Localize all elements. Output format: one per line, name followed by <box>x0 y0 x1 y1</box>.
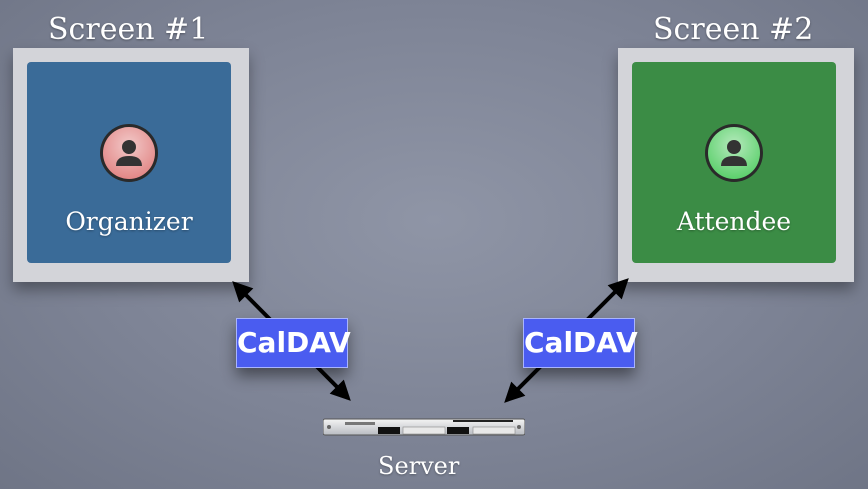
attendee-panel: Attendee <box>632 62 836 263</box>
screen-1-title: Screen #1 <box>48 12 209 47</box>
screen-2-frame: Attendee <box>618 48 854 282</box>
screen-1-frame: Organizer <box>13 48 249 282</box>
server-label: Server <box>378 452 460 480</box>
caldav-badge-right: CalDAV <box>523 318 638 368</box>
server-icon <box>323 418 525 436</box>
organizer-person-icon <box>100 124 158 182</box>
attendee-label: Attendee <box>676 207 792 236</box>
screen-2-title: Screen #2 <box>653 12 814 47</box>
organizer-panel: Organizer <box>27 62 231 263</box>
caldav-badge-left: CalDAV <box>236 318 351 368</box>
organizer-label: Organizer <box>65 207 193 236</box>
attendee-person-icon <box>705 124 763 182</box>
